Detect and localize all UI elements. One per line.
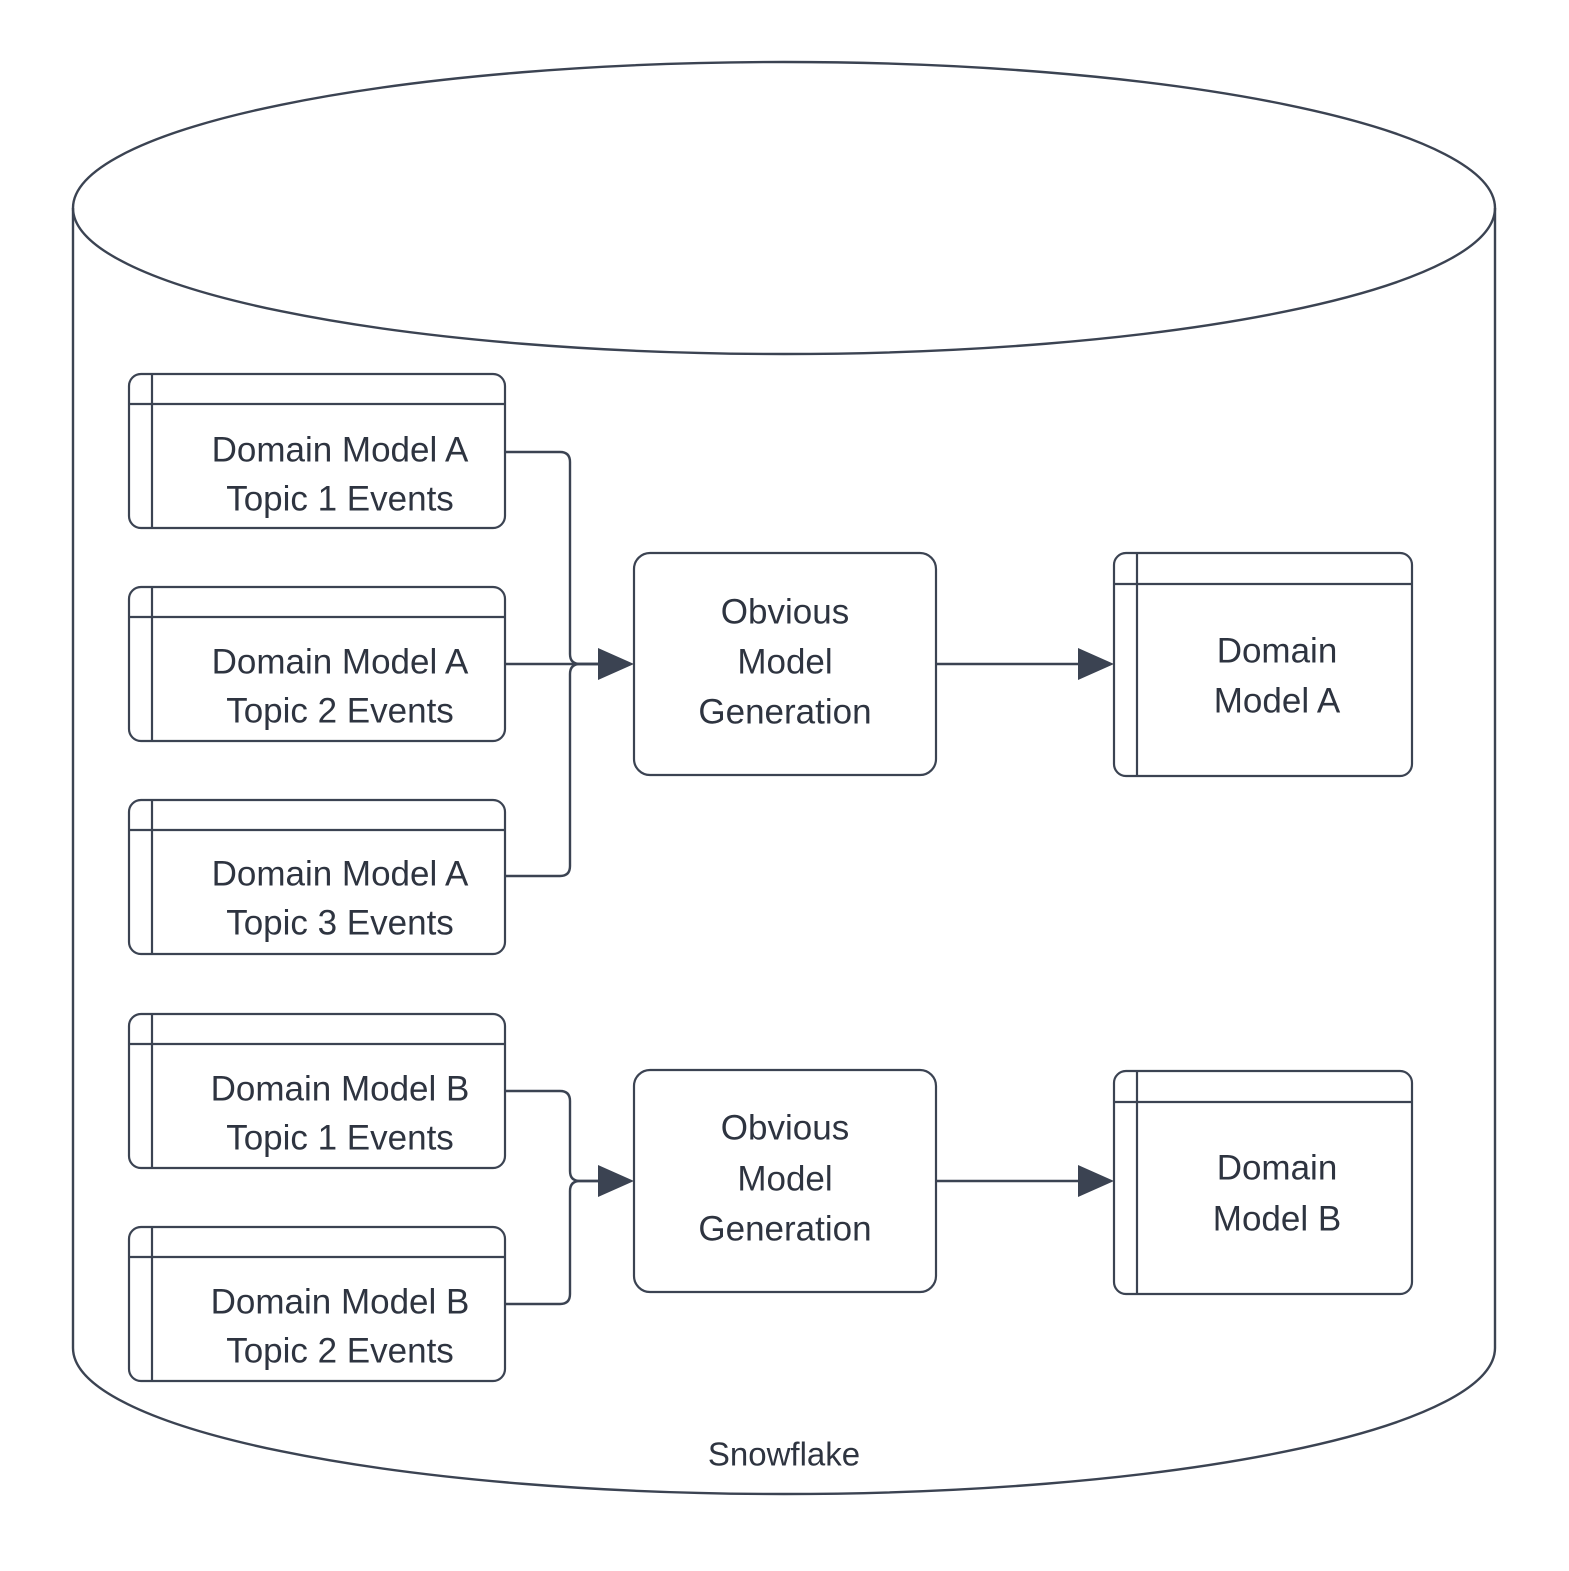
node-label-line1: Domain [1217, 1148, 1338, 1187]
node-src-a-3[interactable]: Domain Model A Topic 3 Events [127, 798, 507, 956]
node-out-a[interactable]: Domain Model A [1112, 551, 1414, 778]
node-label-line1: Domain Model A [212, 430, 469, 469]
edge-proc-a-to-out-a [936, 648, 1114, 680]
node-label-line2: Model A [1214, 681, 1341, 720]
node-label-line1: Domain Model B [211, 1069, 470, 1108]
node-label-line2: Topic 3 Events [226, 903, 454, 942]
node-label-line2: Topic 1 Events [226, 1118, 454, 1157]
table-shape[interactable] [127, 585, 507, 743]
cylinder-top-ellipse [71, 60, 1497, 356]
arrow-head-icon [598, 1165, 634, 1197]
node-label-line2: Model [737, 1159, 832, 1198]
arrow-head-icon [1078, 1165, 1114, 1197]
node-src-a-2[interactable]: Domain Model A Topic 2 Events [127, 585, 507, 743]
node-proc-a[interactable]: Obvious Model Generation [632, 551, 938, 777]
node-out-b[interactable]: Domain Model B [1112, 1069, 1414, 1296]
node-label-line2: Topic 2 Events [226, 691, 454, 730]
node-label-line1: Domain Model A [212, 642, 469, 681]
node-label-line2: Topic 1 Events [226, 479, 454, 518]
table-shape[interactable] [127, 798, 507, 956]
process-shape[interactable] [632, 551, 938, 777]
edges-layer [505, 450, 1114, 1306]
edge-line [505, 662, 600, 878]
edge-src-b-2-to-proc-b [505, 1179, 600, 1306]
node-label-line2: Topic 2 Events [226, 1331, 454, 1370]
edge-src-a-3-to-proc-a [505, 662, 600, 878]
cylinder-label: Snowflake [708, 1436, 860, 1473]
node-label-line1: Domain [1217, 631, 1338, 670]
node-label-line2: Model [737, 642, 832, 681]
node-label-line1: Obvious [721, 1108, 849, 1147]
arrow-head-icon [1078, 648, 1114, 680]
cylinder-bottom-arc [71, 1347, 1497, 1496]
node-label-line1: Domain Model B [211, 1282, 470, 1321]
table-shape[interactable] [127, 372, 507, 530]
edge-line [505, 1179, 600, 1306]
table-shape[interactable] [1112, 551, 1414, 778]
table-shape[interactable] [127, 1225, 507, 1383]
node-label-line3: Generation [698, 692, 871, 731]
node-proc-b[interactable]: Obvious Model Generation [632, 1068, 938, 1294]
node-label-line1: Obvious [721, 592, 849, 631]
node-src-b-1[interactable]: Domain Model B Topic 1 Events [127, 1012, 507, 1170]
node-label-line1: Domain Model A [212, 854, 469, 893]
node-label-line2: Model B [1213, 1199, 1341, 1238]
edge-proc-b-to-out-b [936, 1165, 1114, 1197]
table-shape[interactable] [127, 1012, 507, 1170]
process-shape[interactable] [632, 1068, 938, 1294]
table-shape[interactable] [1112, 1069, 1414, 1296]
node-src-a-1[interactable]: Domain Model A Topic 1 Events [127, 372, 507, 530]
node-src-b-2[interactable]: Domain Model B Topic 2 Events [127, 1225, 507, 1383]
node-label-line3: Generation [698, 1209, 871, 1248]
arrow-head-icon [598, 648, 634, 680]
